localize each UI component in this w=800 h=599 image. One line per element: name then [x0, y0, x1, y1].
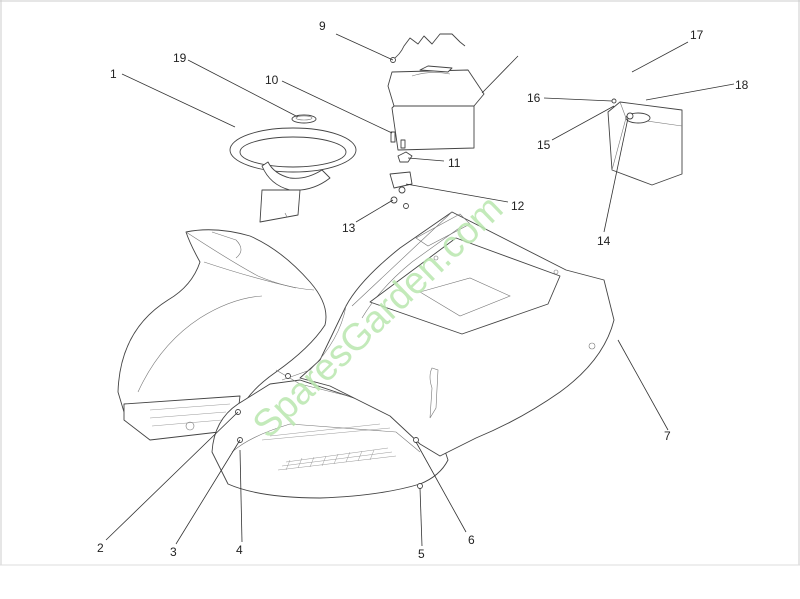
callout-3: 3 [170, 545, 177, 559]
battery [387, 65, 485, 151]
callout-19: 19 [173, 51, 187, 65]
leader-lines [105, 33, 735, 547]
callout-16: 16 [527, 91, 541, 105]
callout-15: 15 [537, 138, 551, 152]
solenoid-box [607, 98, 683, 186]
rear-body [281, 211, 615, 457]
callout-6: 6 [468, 533, 475, 547]
callout-10: 10 [265, 73, 279, 87]
callout-9: 9 [319, 19, 326, 33]
callout-14: 14 [597, 234, 611, 248]
battery-rod [391, 33, 466, 61]
callout-labels: 1 2 3 4 5 6 7 9 10 11 12 13 14 15 16 17 … [97, 19, 749, 561]
callout-5: 5 [418, 547, 425, 561]
callout-1: 1 [110, 67, 117, 81]
front-hood [117, 229, 327, 441]
callout-17: 17 [690, 28, 704, 42]
callout-2: 2 [97, 541, 104, 555]
steering-wheel [229, 127, 357, 223]
callout-11: 11 [448, 156, 461, 170]
callout-4: 4 [236, 543, 243, 557]
callout-18: 18 [735, 78, 749, 92]
callout-7: 7 [664, 429, 671, 443]
callout-12: 12 [511, 199, 525, 213]
fasteners [235, 373, 423, 489]
callout-13: 13 [342, 221, 356, 235]
